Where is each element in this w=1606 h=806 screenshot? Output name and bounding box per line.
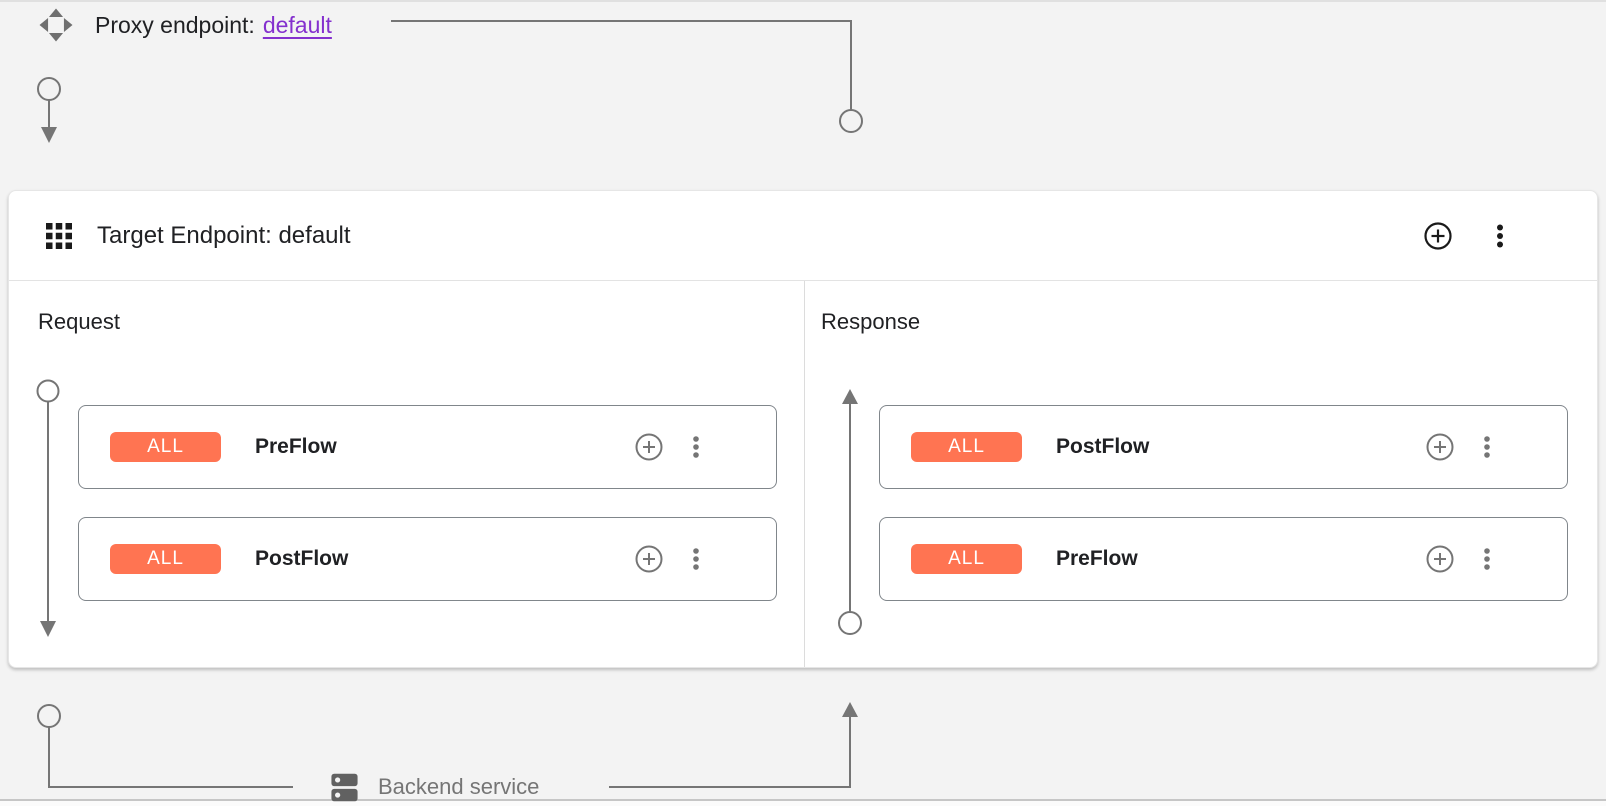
request-label: Request <box>38 309 120 334</box>
more-options-icon[interactable] <box>1472 544 1502 574</box>
add-step-icon[interactable] <box>634 432 664 462</box>
condition-badge: ALL <box>110 544 221 574</box>
canvas-top-edge <box>0 0 1606 2</box>
grid-icon[interactable] <box>46 222 72 249</box>
add-step-icon[interactable] <box>1425 432 1455 462</box>
proxy-to-target-connector <box>391 20 863 133</box>
more-options-icon[interactable] <box>681 544 711 574</box>
backend-to-response-connector <box>609 702 858 788</box>
down-arrow-icon <box>41 127 57 143</box>
target-endpoint-header: Target Endpoint: default <box>9 191 1597 281</box>
add-step-icon[interactable] <box>634 544 664 574</box>
condition-badge: ALL <box>110 432 221 462</box>
flow-name: PreFlow <box>1056 547 1138 570</box>
flow-card-response-preflow[interactable]: ALL PreFlow <box>879 517 1568 601</box>
connector-start-node <box>37 704 61 728</box>
condition-badge: ALL <box>911 432 1022 462</box>
column-divider <box>804 281 805 667</box>
target-to-backend-connector <box>37 704 293 788</box>
backend-service: Backend service <box>328 770 539 804</box>
flow-card-response-postflow[interactable]: ALL PostFlow <box>879 405 1568 489</box>
target-endpoint-panel: Target Endpoint: default Request Respons… <box>8 190 1598 668</box>
condition-badge: ALL <box>911 544 1022 574</box>
backend-service-label: Backend service <box>378 774 540 799</box>
add-step-icon[interactable] <box>1425 544 1455 574</box>
proxy-endpoint-label: Proxy endpoint: <box>95 11 255 38</box>
target-endpoint-title: Target Endpoint: default <box>97 221 351 249</box>
response-label: Response <box>821 309 921 334</box>
below-canvas-area <box>0 801 1606 806</box>
flow-name: PostFlow <box>1056 435 1150 458</box>
flow-card-request-preflow[interactable]: ALL PreFlow <box>78 405 777 489</box>
add-circle-icon[interactable] <box>1423 221 1453 251</box>
more-options-icon[interactable] <box>681 432 711 462</box>
proxy-endpoint-link[interactable]: default <box>262 11 332 38</box>
proxy-endpoint-flow-line <box>37 77 61 143</box>
target-endpoint-body: Request Response ALL PreFlow ALL <box>9 281 1597 667</box>
dns-server-icon <box>331 773 358 801</box>
flow-card-request-postflow[interactable]: ALL PostFlow <box>78 517 777 601</box>
move-diamond-icon[interactable] <box>38 7 74 43</box>
connector-end-node <box>839 109 863 133</box>
proxy-endpoint-row: Proxy endpoint: default <box>38 7 332 43</box>
flow-start-node <box>37 77 61 101</box>
flow-name: PreFlow <box>255 435 337 458</box>
up-arrow-icon <box>842 702 858 717</box>
flow-name: PostFlow <box>255 547 349 570</box>
canvas-bottom-edge <box>0 799 1606 801</box>
more-options-icon[interactable] <box>1472 432 1502 462</box>
more-vert-icon[interactable] <box>1485 221 1515 251</box>
